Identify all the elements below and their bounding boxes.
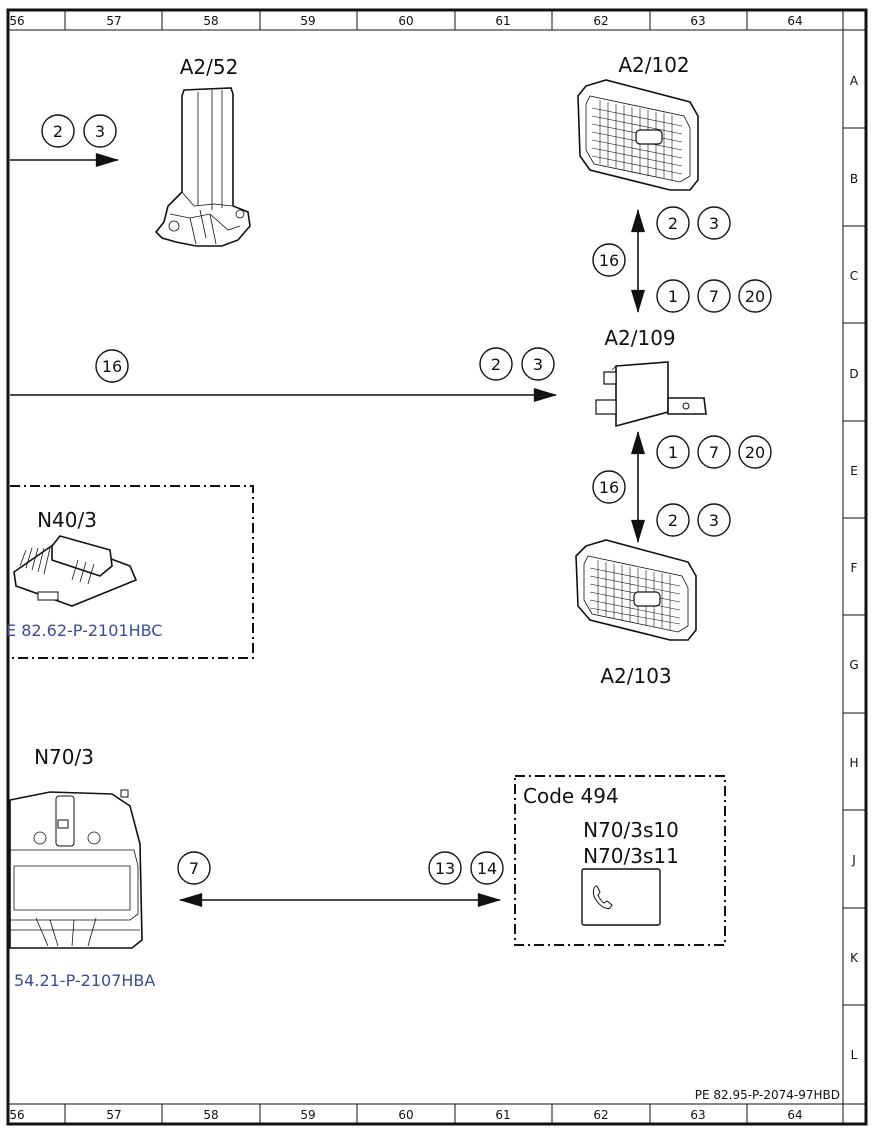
document-number: PE 82.95-P-2074-97HBD: [695, 1088, 840, 1102]
wire-marker-2: 2: [41, 114, 75, 148]
col-label: 60: [398, 1108, 413, 1122]
svg-text:16: 16: [599, 478, 619, 497]
col-label: 58: [203, 14, 218, 28]
label-n70-3s10[interactable]: N70/3s10: [583, 818, 679, 842]
label-n40-3[interactable]: N40/3: [37, 508, 97, 532]
col-label: 59: [300, 14, 315, 28]
svg-text:2: 2: [53, 122, 63, 141]
col-label: 57: [106, 14, 121, 28]
wire-marker-16: 16: [592, 470, 626, 504]
column-labels-bottom: 56 57 58 59 60 61 62 63 64: [9, 1108, 802, 1122]
row-dividers: [843, 127, 866, 1006]
a2-102-connector-drawing[interactable]: [577, 79, 699, 191]
label-a2-103[interactable]: A2/103: [600, 664, 671, 688]
link-n40-3-reference[interactable]: E 82.62-P-2101HBC: [6, 621, 162, 640]
wire-marker-1: 1: [656, 279, 690, 313]
wire-marker-3: 3: [697, 503, 731, 537]
svg-text:14: 14: [477, 859, 497, 878]
col-label: 56: [9, 1108, 24, 1122]
col-label: 64: [787, 1108, 802, 1122]
wire-marker-2: 2: [656, 206, 690, 240]
wire-marker-2: 2: [479, 347, 513, 381]
svg-text:3: 3: [95, 122, 105, 141]
row-label: H: [849, 756, 858, 770]
wire-marker-7: 7: [177, 851, 211, 885]
n40-3-boundary-box: [10, 485, 254, 659]
wire-marker-1: 1: [656, 435, 690, 469]
svg-text:7: 7: [189, 859, 199, 878]
label-n70-3s11[interactable]: N70/3s11: [583, 844, 679, 868]
row-label: C: [850, 269, 858, 283]
svg-text:3: 3: [709, 214, 719, 233]
svg-text:13: 13: [435, 859, 455, 878]
row-label: G: [849, 658, 858, 672]
row-label: D: [849, 367, 858, 381]
row-label: E: [850, 464, 858, 478]
wire-marker-7: 7: [697, 279, 731, 313]
wire-marker-16: 16: [95, 349, 129, 383]
svg-text:16: 16: [102, 357, 122, 376]
a2-52-antenna-drawing[interactable]: [154, 87, 251, 247]
frame: [6, 8, 868, 1126]
row-label: L: [851, 1048, 858, 1062]
col-label: 58: [203, 1108, 218, 1122]
svg-text:3: 3: [533, 355, 543, 374]
label-n70-3[interactable]: N70/3: [34, 745, 94, 769]
row-labels: A B C D E F G H J K L: [849, 74, 859, 1062]
svg-text:2: 2: [668, 511, 678, 530]
n40-3-amplifier-drawing[interactable]: [13, 535, 138, 607]
wire-marker-3: 3: [521, 347, 555, 381]
col-label: 59: [300, 1108, 315, 1122]
col-label: 61: [495, 14, 510, 28]
svg-text:2: 2: [491, 355, 501, 374]
svg-text:1: 1: [668, 287, 678, 306]
svg-text:7: 7: [709, 287, 719, 306]
row-label: B: [850, 172, 858, 186]
phone-button-drawing[interactable]: [581, 868, 661, 926]
svg-text:3: 3: [709, 511, 719, 530]
svg-text:20: 20: [745, 443, 765, 462]
wire-marker-3: 3: [697, 206, 731, 240]
phone-icon: [592, 885, 613, 909]
svg-text:16: 16: [599, 251, 619, 270]
row-label: A: [850, 74, 859, 88]
row-label: F: [851, 561, 858, 575]
row-label: K: [850, 951, 859, 965]
col-label: 62: [593, 1108, 608, 1122]
col-label: 63: [690, 14, 705, 28]
wire-marker-20: 20: [738, 279, 772, 313]
label-a2-102[interactable]: A2/102: [618, 53, 689, 77]
wire-marker-14: 14: [470, 851, 504, 885]
col-label: 57: [106, 1108, 121, 1122]
column-dividers: [64, 10, 844, 1124]
label-a2-109[interactable]: A2/109: [604, 326, 675, 350]
wire-marker-16: 16: [592, 243, 626, 277]
svg-text:20: 20: [745, 287, 765, 306]
wire-marker-13: 13: [428, 851, 462, 885]
col-label: 62: [593, 14, 608, 28]
col-label: 56: [9, 14, 24, 28]
svg-text:1: 1: [668, 443, 678, 462]
row-label: J: [851, 853, 856, 867]
code-494-boundary-box: [514, 775, 726, 946]
n70-3-overhead-panel-drawing[interactable]: [9, 789, 143, 949]
link-n70-3-reference[interactable]: 54.21-P-2107HBA: [14, 971, 155, 990]
col-label: 61: [495, 1108, 510, 1122]
wire-marker-2: 2: [656, 503, 690, 537]
wire-marker-20: 20: [738, 435, 772, 469]
a2-103-connector-drawing[interactable]: [575, 539, 697, 641]
col-label: 60: [398, 14, 413, 28]
svg-text:2: 2: [668, 214, 678, 233]
label-a2-52[interactable]: A2/52: [180, 55, 239, 79]
code-494-title: Code 494: [523, 784, 619, 808]
column-labels-top: 56 57 58 59 60 61 62 63 64: [9, 14, 802, 28]
svg-text:7: 7: [709, 443, 719, 462]
a2-109-module-drawing[interactable]: [595, 361, 707, 428]
col-label: 64: [787, 14, 802, 28]
wire-marker-3: 3: [83, 114, 117, 148]
col-label: 63: [690, 1108, 705, 1122]
wire-marker-7: 7: [697, 435, 731, 469]
